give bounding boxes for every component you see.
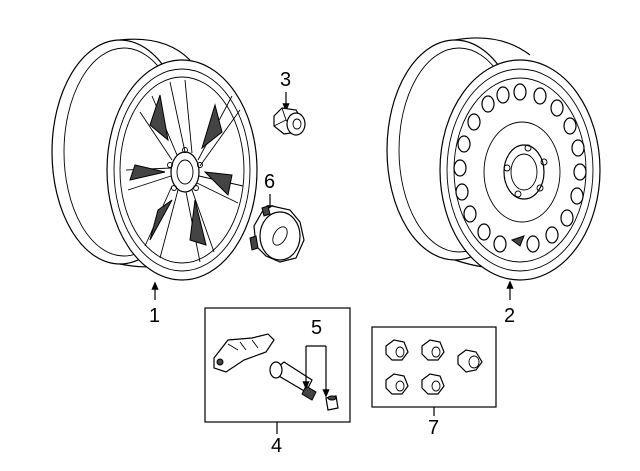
callout-5: 5 <box>311 317 322 339</box>
callout-2: 2 <box>504 305 515 327</box>
callout-7: 7 <box>428 417 439 439</box>
valve-stem-icon <box>302 345 330 398</box>
tpms-sensor-kit-icon <box>204 307 351 423</box>
callout-6: 6 <box>264 171 275 193</box>
callout-4: 4 <box>271 435 282 457</box>
callout-3: 3 <box>280 69 291 91</box>
alloy-wheel-icon <box>51 38 258 281</box>
center-cap-icon <box>249 205 305 263</box>
steel-wheel-icon <box>386 37 601 281</box>
callout-1: 1 <box>149 305 160 327</box>
lug-nut-icon <box>273 107 306 136</box>
lug-nut-set-icon <box>371 326 497 408</box>
